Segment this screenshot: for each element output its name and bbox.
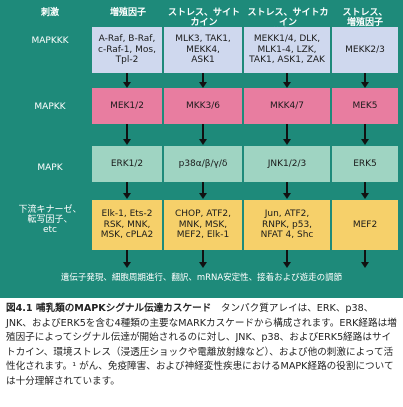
cell-mapk-jnk: JNK1/2/3 <box>244 146 330 182</box>
cell-mapkkk-p38: MLK3, TAK1, MEKK4, ASK1 <box>164 27 242 73</box>
level-mapk: MAPK <box>37 163 63 173</box>
arrow-erk5-3 <box>361 182 369 199</box>
arrow-jnk-1 <box>283 73 291 88</box>
arrow-erk-3 <box>123 182 131 199</box>
header-growth-factor: 増殖因子 <box>109 8 146 18</box>
arrow-p38-2 <box>199 124 207 145</box>
level-downstream: 下流キナーゼ、 転写因子、 etc <box>18 205 82 235</box>
cell-mapk-p38: p38α/β/γ/δ <box>164 146 242 182</box>
arrow-jnk-3 <box>283 182 291 199</box>
caption-title: 図4.1 哺乳類のMAPKシグナル伝達カスケード <box>6 303 212 314</box>
figure-caption: 図4.1 哺乳類のMAPKシグナル伝達カスケード タンパク質アレイは、ERK、p… <box>6 302 398 389</box>
cell-mapkkk-erk: A-Raf, B-Raf, c-Raf-1, Mos, Tpl-2 <box>92 27 162 73</box>
arrow-erk5-1 <box>361 73 369 88</box>
cell-mapkk-p38: MKK3/6 <box>164 88 242 124</box>
cell-downstream-p38: CHOP, ATF2, MNK, MSK, MEF2, Elk-1 <box>164 200 242 250</box>
arrow-jnk-2 <box>283 124 291 145</box>
arrow-p38-1 <box>199 73 207 88</box>
cell-downstream-erk5: MEF2 <box>332 200 398 250</box>
cell-mapkk-jnk: MKK4/7 <box>244 88 330 124</box>
arrow-erk-1 <box>123 73 131 88</box>
cell-mapkk-erk5: MEK5 <box>332 88 398 124</box>
arrow-erk5-2 <box>361 124 369 145</box>
level-mapkkk: MAPKKK <box>31 36 69 46</box>
cell-downstream-jnk: Jun, ATF2, RNPK, p53, NFAT 4, Shc <box>244 200 330 250</box>
arrow-p38-4 <box>199 250 207 268</box>
header-stimulus: 刺激 <box>40 8 59 18</box>
mapk-cascade-diagram: 刺激 増殖因子 ストレス、サイトカイン 増殖因子 ストレス、サイトカイン 増殖因… <box>0 0 403 298</box>
arrow-erk-2 <box>123 124 131 145</box>
arrow-erk-4 <box>123 250 131 268</box>
level-mapkk: MAPKK <box>34 102 66 112</box>
cell-mapkk-erk: MEK1/2 <box>92 88 162 124</box>
header-stress-growth: ストレス、 増殖因子 <box>342 8 388 28</box>
cell-mapk-erk: ERK1/2 <box>92 146 162 182</box>
cell-downstream-erk: Elk-1, Ets-2 RSK, MNK, MSK, cPLA2 <box>92 200 162 250</box>
caption-body: タンパク質アレイは、ERK、p38、JNK、およびERK5を含む4種類の主要なM… <box>6 303 397 387</box>
cell-mapkkk-erk5: MEKK2/3 <box>332 27 398 73</box>
cell-mapkkk-jnk: MEKK1/4, DLK, MLK1-4, LZK, TAK1, ASK1, Z… <box>244 27 330 73</box>
arrow-p38-3 <box>199 182 207 199</box>
outcome-text: 遺伝子発現、細胞周期進行、翻訳、mRNA安定性、接着および遊走の調節 <box>60 273 343 283</box>
cell-mapk-erk5: ERK5 <box>332 146 398 182</box>
arrow-jnk-4 <box>283 250 291 268</box>
arrow-erk5-4 <box>361 250 369 268</box>
